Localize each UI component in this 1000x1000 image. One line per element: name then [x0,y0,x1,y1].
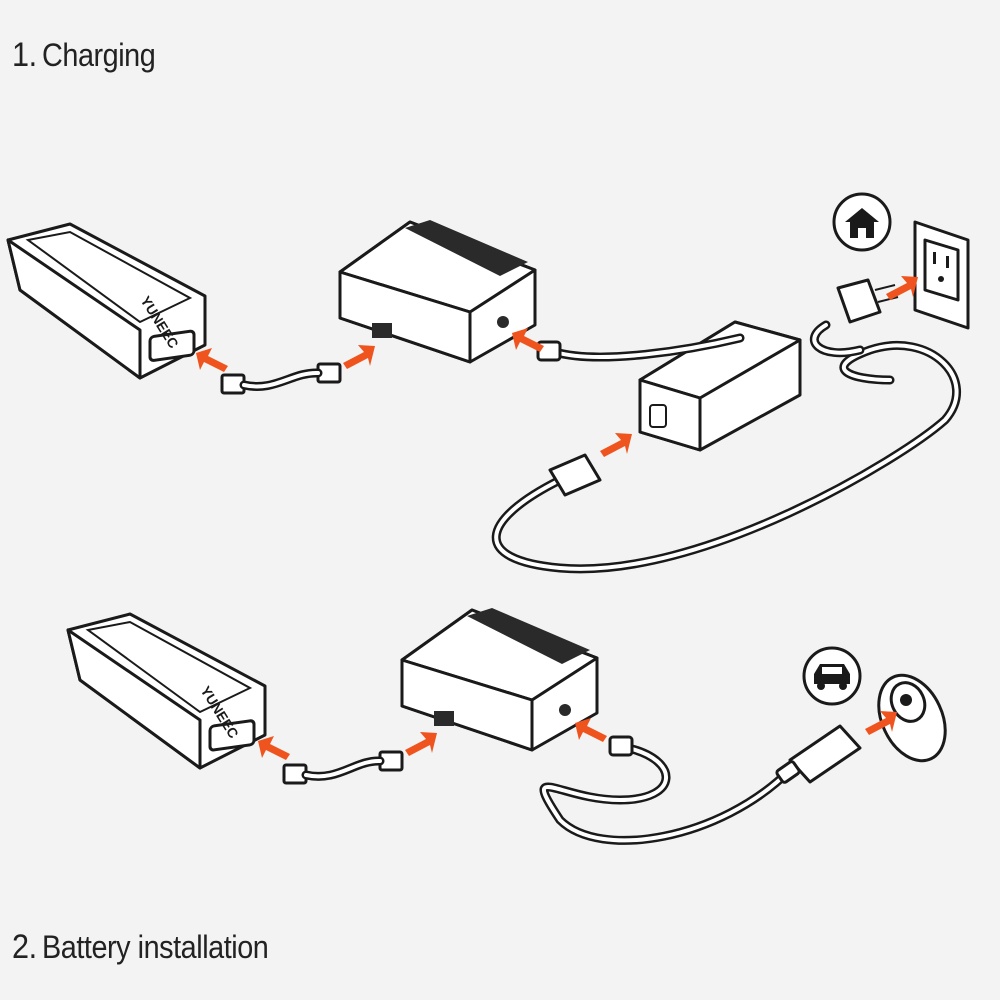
arrow [258,711,897,760]
balance-cable [282,750,404,785]
car-icon [802,646,862,706]
section-1-title: Charging [42,37,156,73]
wall-outlet-icon [913,220,970,330]
section-1-heading: 1. Charging [12,36,156,75]
charger [338,220,537,364]
battery-pack: YUNEEC [66,612,267,770]
section-2-heading: 2. Battery installation [12,928,269,967]
section-1-number: 1. [12,36,37,74]
car-lighter-plug [775,724,862,784]
iec-plug [548,453,602,497]
charger [400,608,599,752]
house-icon [832,192,892,252]
balance-cable [220,362,342,395]
arrow [196,276,918,457]
dc-plug [608,735,634,757]
battery-pack: YUNEEC [6,222,207,380]
section-2-title: Battery installation [42,929,269,965]
mains-plug [836,278,899,324]
car-socket-icon [877,673,947,763]
section-2-number: 2. [12,928,37,966]
